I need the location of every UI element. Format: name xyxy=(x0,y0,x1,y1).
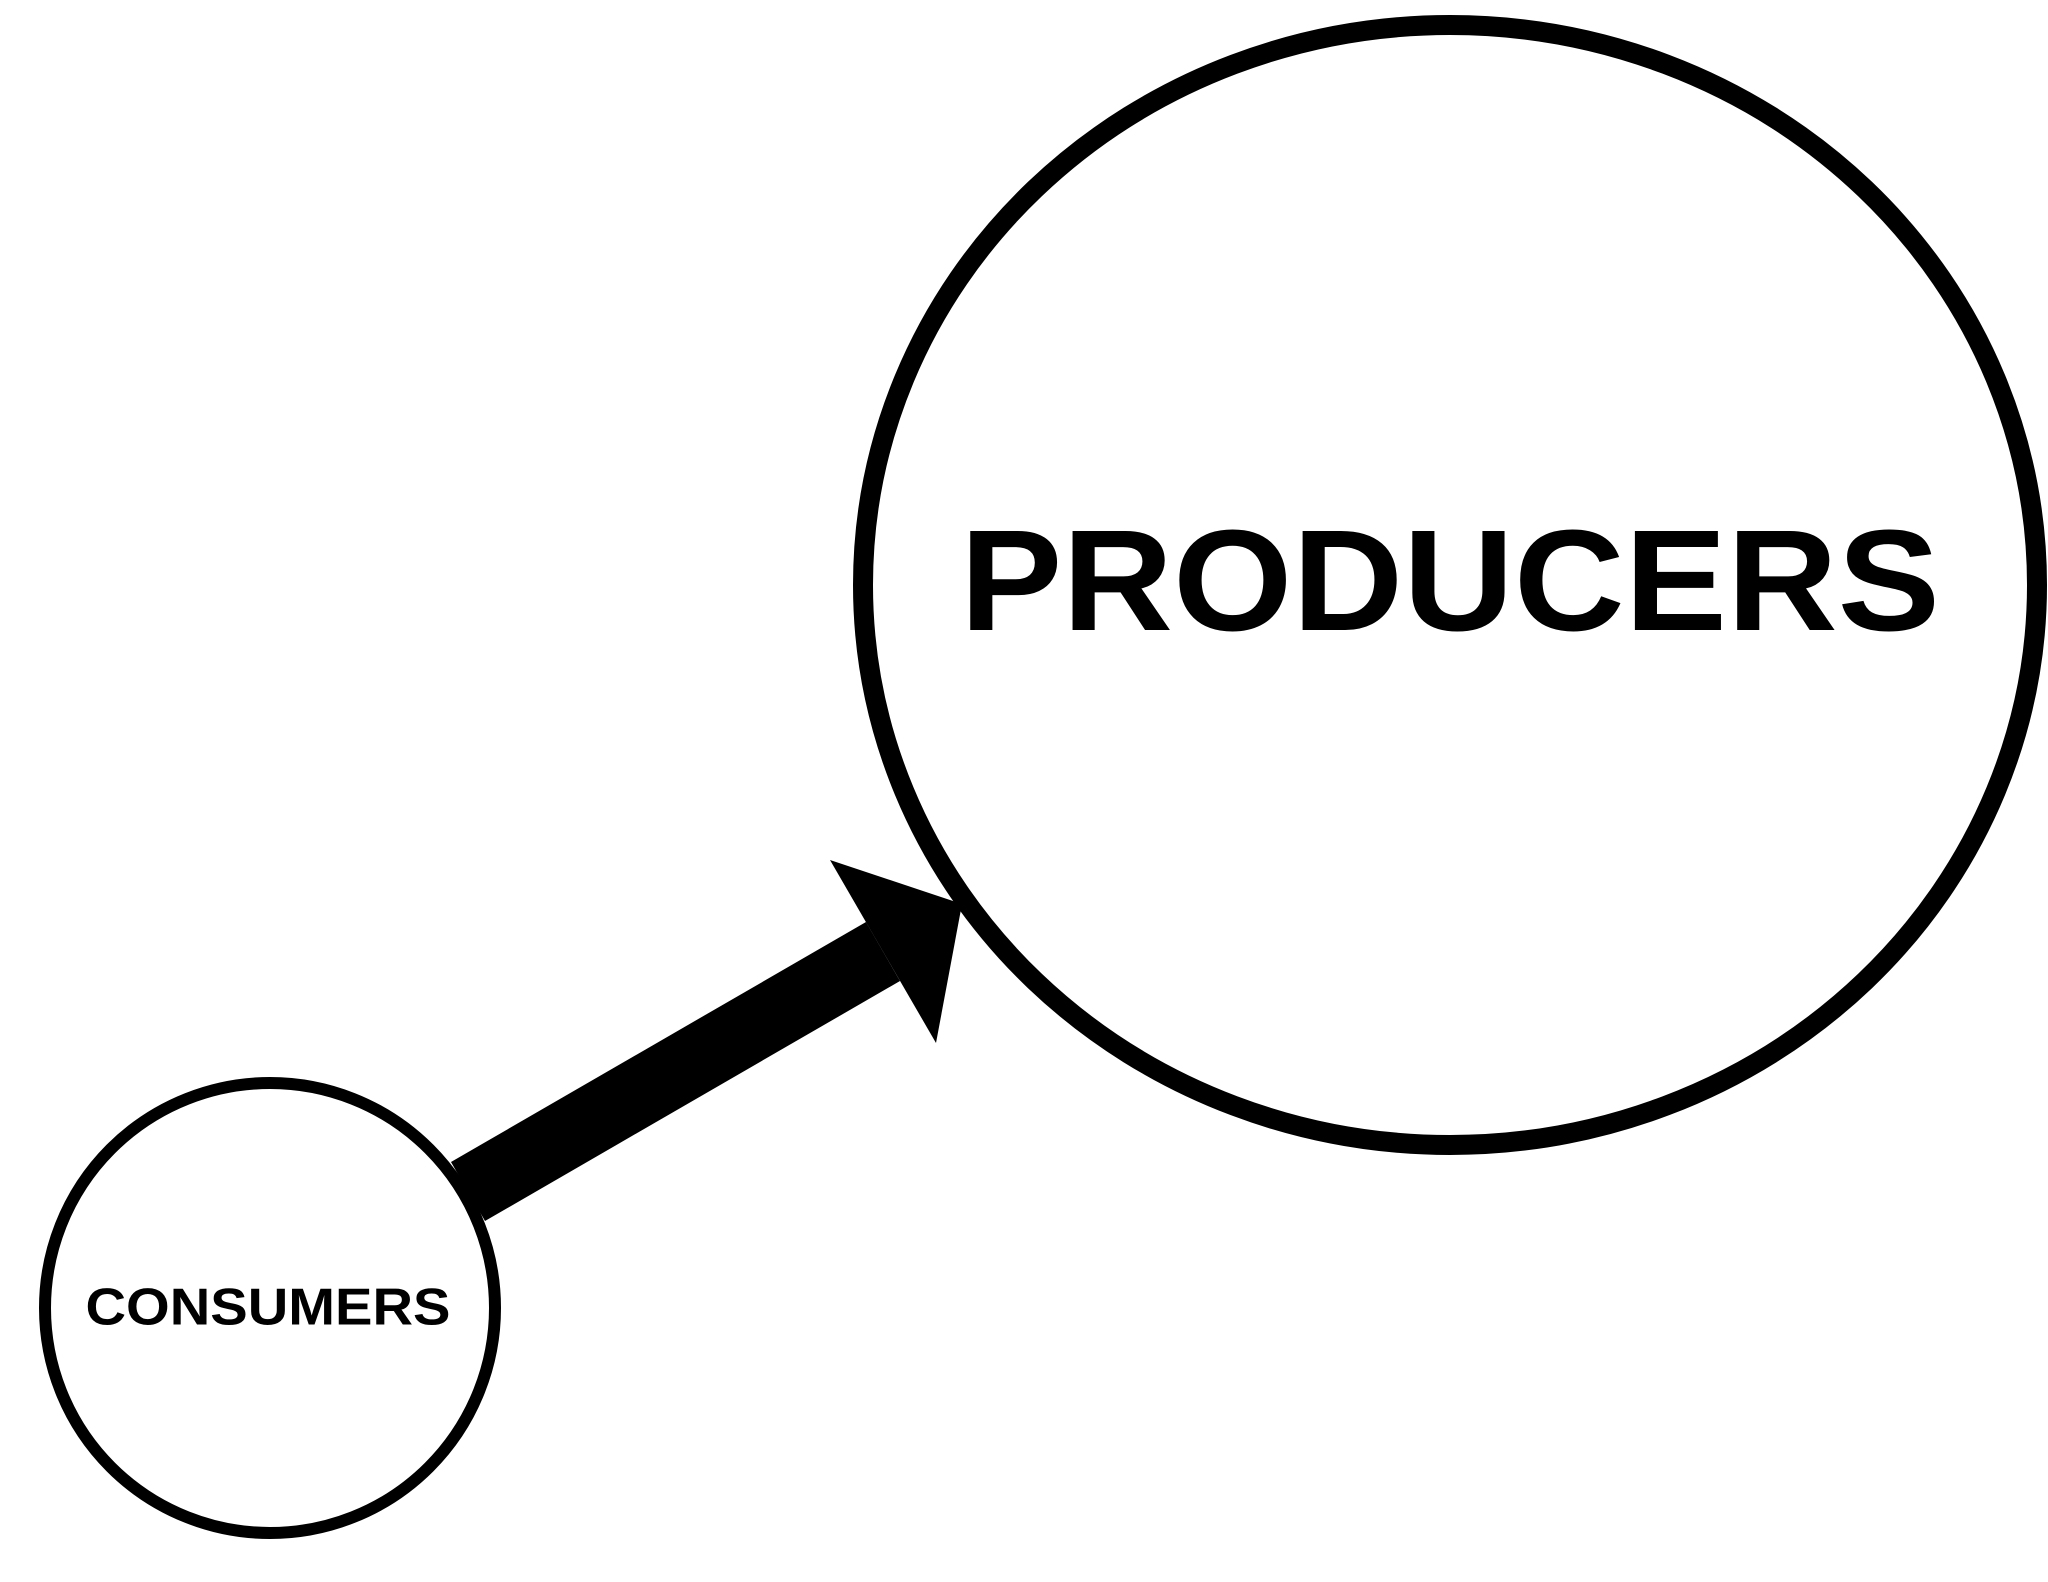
consumers-node: CONSUMERS xyxy=(39,1077,501,1539)
producers-node: PRODUCERS xyxy=(853,15,2047,1155)
producers-label: PRODUCERS xyxy=(960,500,1940,661)
consumers-label: CONSUMERS xyxy=(86,1279,451,1337)
producers-ellipse xyxy=(853,15,2047,1155)
arrowhead xyxy=(830,860,962,1043)
arrow-shaft xyxy=(451,922,900,1221)
consumers-circle xyxy=(39,1077,501,1539)
flow-arrow xyxy=(451,860,962,1221)
